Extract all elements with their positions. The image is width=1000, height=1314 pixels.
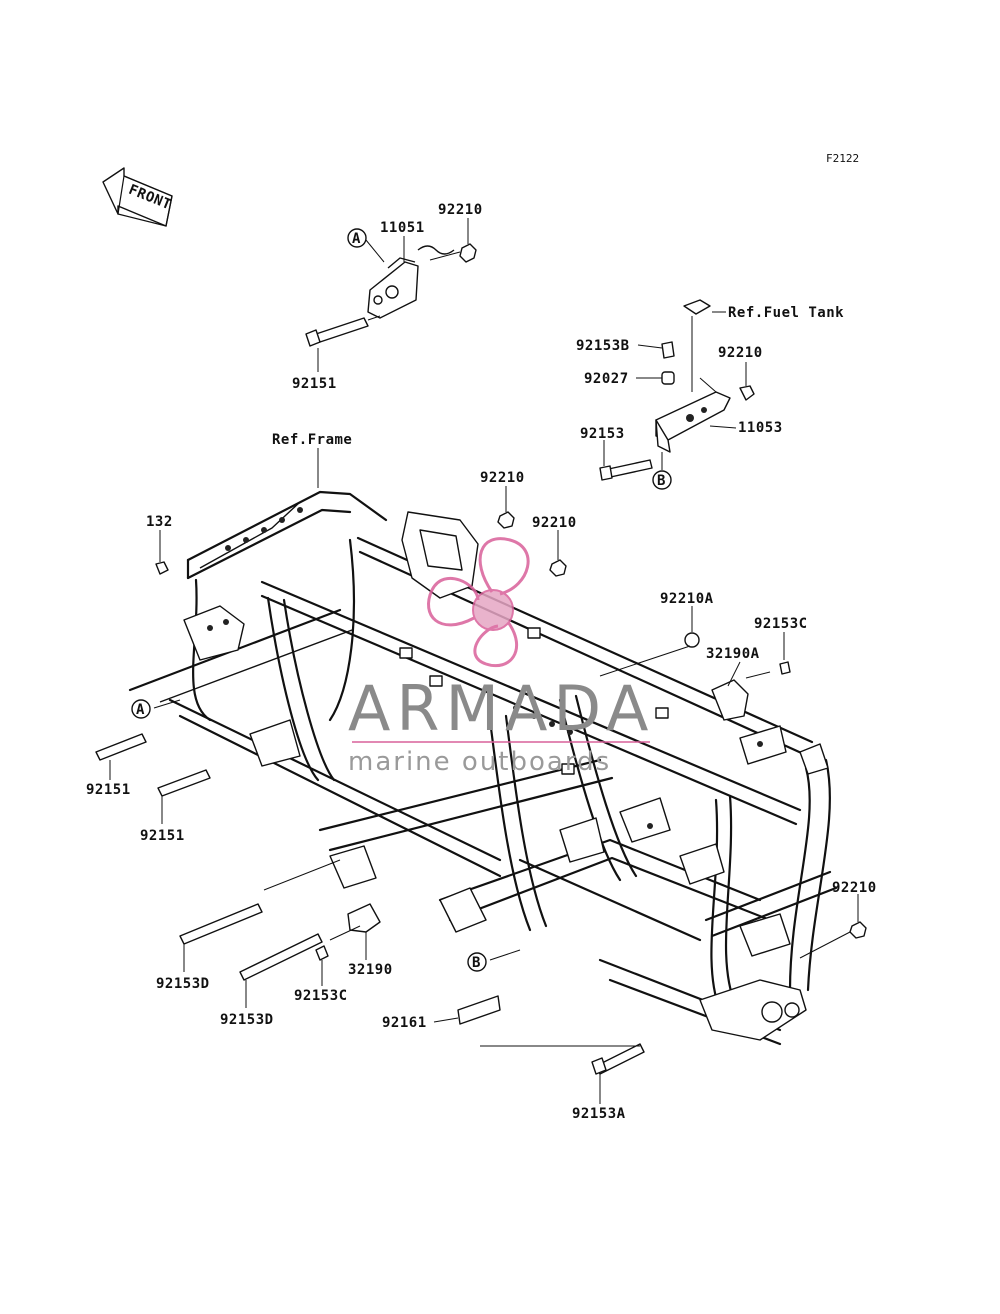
part-label-92151-left1: 92151 — [86, 782, 131, 798]
part-label-92153A: 92153A — [572, 1106, 626, 1122]
nut-92210-top — [459, 243, 477, 263]
callout-a-frame: A — [131, 699, 151, 719]
nut-92210-mid1 — [497, 511, 515, 529]
bolt-92151-left2 — [157, 769, 211, 797]
part-label-32190: 32190 — [348, 962, 393, 978]
fuel-tank-ref-block — [683, 299, 711, 315]
part-label-92210-right: 92210 — [718, 345, 763, 361]
part-label-92161: 92161 — [382, 1015, 427, 1031]
part-label-92153C-right: 92153C — [754, 616, 808, 632]
part-label-92210-mid2: 92210 — [532, 515, 577, 531]
callout-b-frame: B — [467, 952, 487, 972]
leader-lines — [109, 218, 859, 1104]
nut-92210-mid2 — [549, 559, 567, 577]
collar-92027 — [661, 371, 675, 385]
nut-92210-right — [739, 385, 755, 401]
svg-text:A: A — [136, 702, 145, 718]
part-label-92151-top: 92151 — [292, 376, 337, 392]
part-label-32190A: 32190A — [706, 646, 760, 662]
bolt-92153C-right — [779, 661, 791, 675]
bracket-32190 — [347, 903, 381, 933]
front-arrow-icon: FRONT — [102, 167, 174, 227]
ref-fuel-tank-label: Ref.Fuel Tank — [728, 305, 844, 321]
part-label-92210A: 92210A — [660, 591, 714, 607]
part-label-92027: 92027 — [584, 371, 629, 387]
ref-frame-label: Ref.Frame — [272, 432, 352, 448]
armada-logo — [427, 537, 530, 668]
watermark-subtitle: marine outboards — [348, 747, 611, 777]
diagram-code: F2122 — [826, 152, 859, 165]
bolt-92151-left1 — [95, 733, 147, 761]
part-label-92210-lower: 92210 — [832, 880, 877, 896]
part-label-92153C-bottom: 92153C — [294, 988, 348, 1004]
part-label-92153B: 92153B — [576, 338, 630, 354]
bolt-92153D-1 — [179, 903, 263, 945]
part-label-11053: 11053 — [738, 420, 783, 436]
callout-a-top: A — [347, 228, 367, 248]
bolt-92153C-bottom — [315, 945, 329, 961]
pad-92161 — [457, 995, 501, 1025]
part-label-92153D-2: 92153D — [220, 1012, 274, 1028]
nut-92210-lower — [849, 921, 867, 939]
watermark-title: ARMADA — [348, 672, 654, 745]
bolt-92153D-2 — [239, 933, 323, 981]
svg-text:A: A — [352, 231, 361, 247]
svg-text:B: B — [472, 955, 481, 971]
bracket-11051 — [305, 243, 477, 347]
nut-132 — [155, 561, 169, 575]
part-label-92151-left2: 92151 — [140, 828, 185, 844]
part-label-92210-mid1: 92210 — [480, 470, 525, 486]
bolt-92153B — [661, 341, 675, 359]
bracket-11053 — [599, 299, 755, 481]
svg-text:B: B — [657, 473, 666, 489]
part-label-92153: 92153 — [580, 426, 625, 442]
part-label-132: 132 — [146, 514, 173, 530]
part-label-92153D-1: 92153D — [156, 976, 210, 992]
part-label-11051: 11051 — [380, 220, 425, 236]
part-label-92210-top: 92210 — [438, 202, 483, 218]
fasteners — [95, 511, 867, 1075]
nut-92210A — [684, 632, 700, 648]
callout-b-top: B — [652, 470, 672, 490]
